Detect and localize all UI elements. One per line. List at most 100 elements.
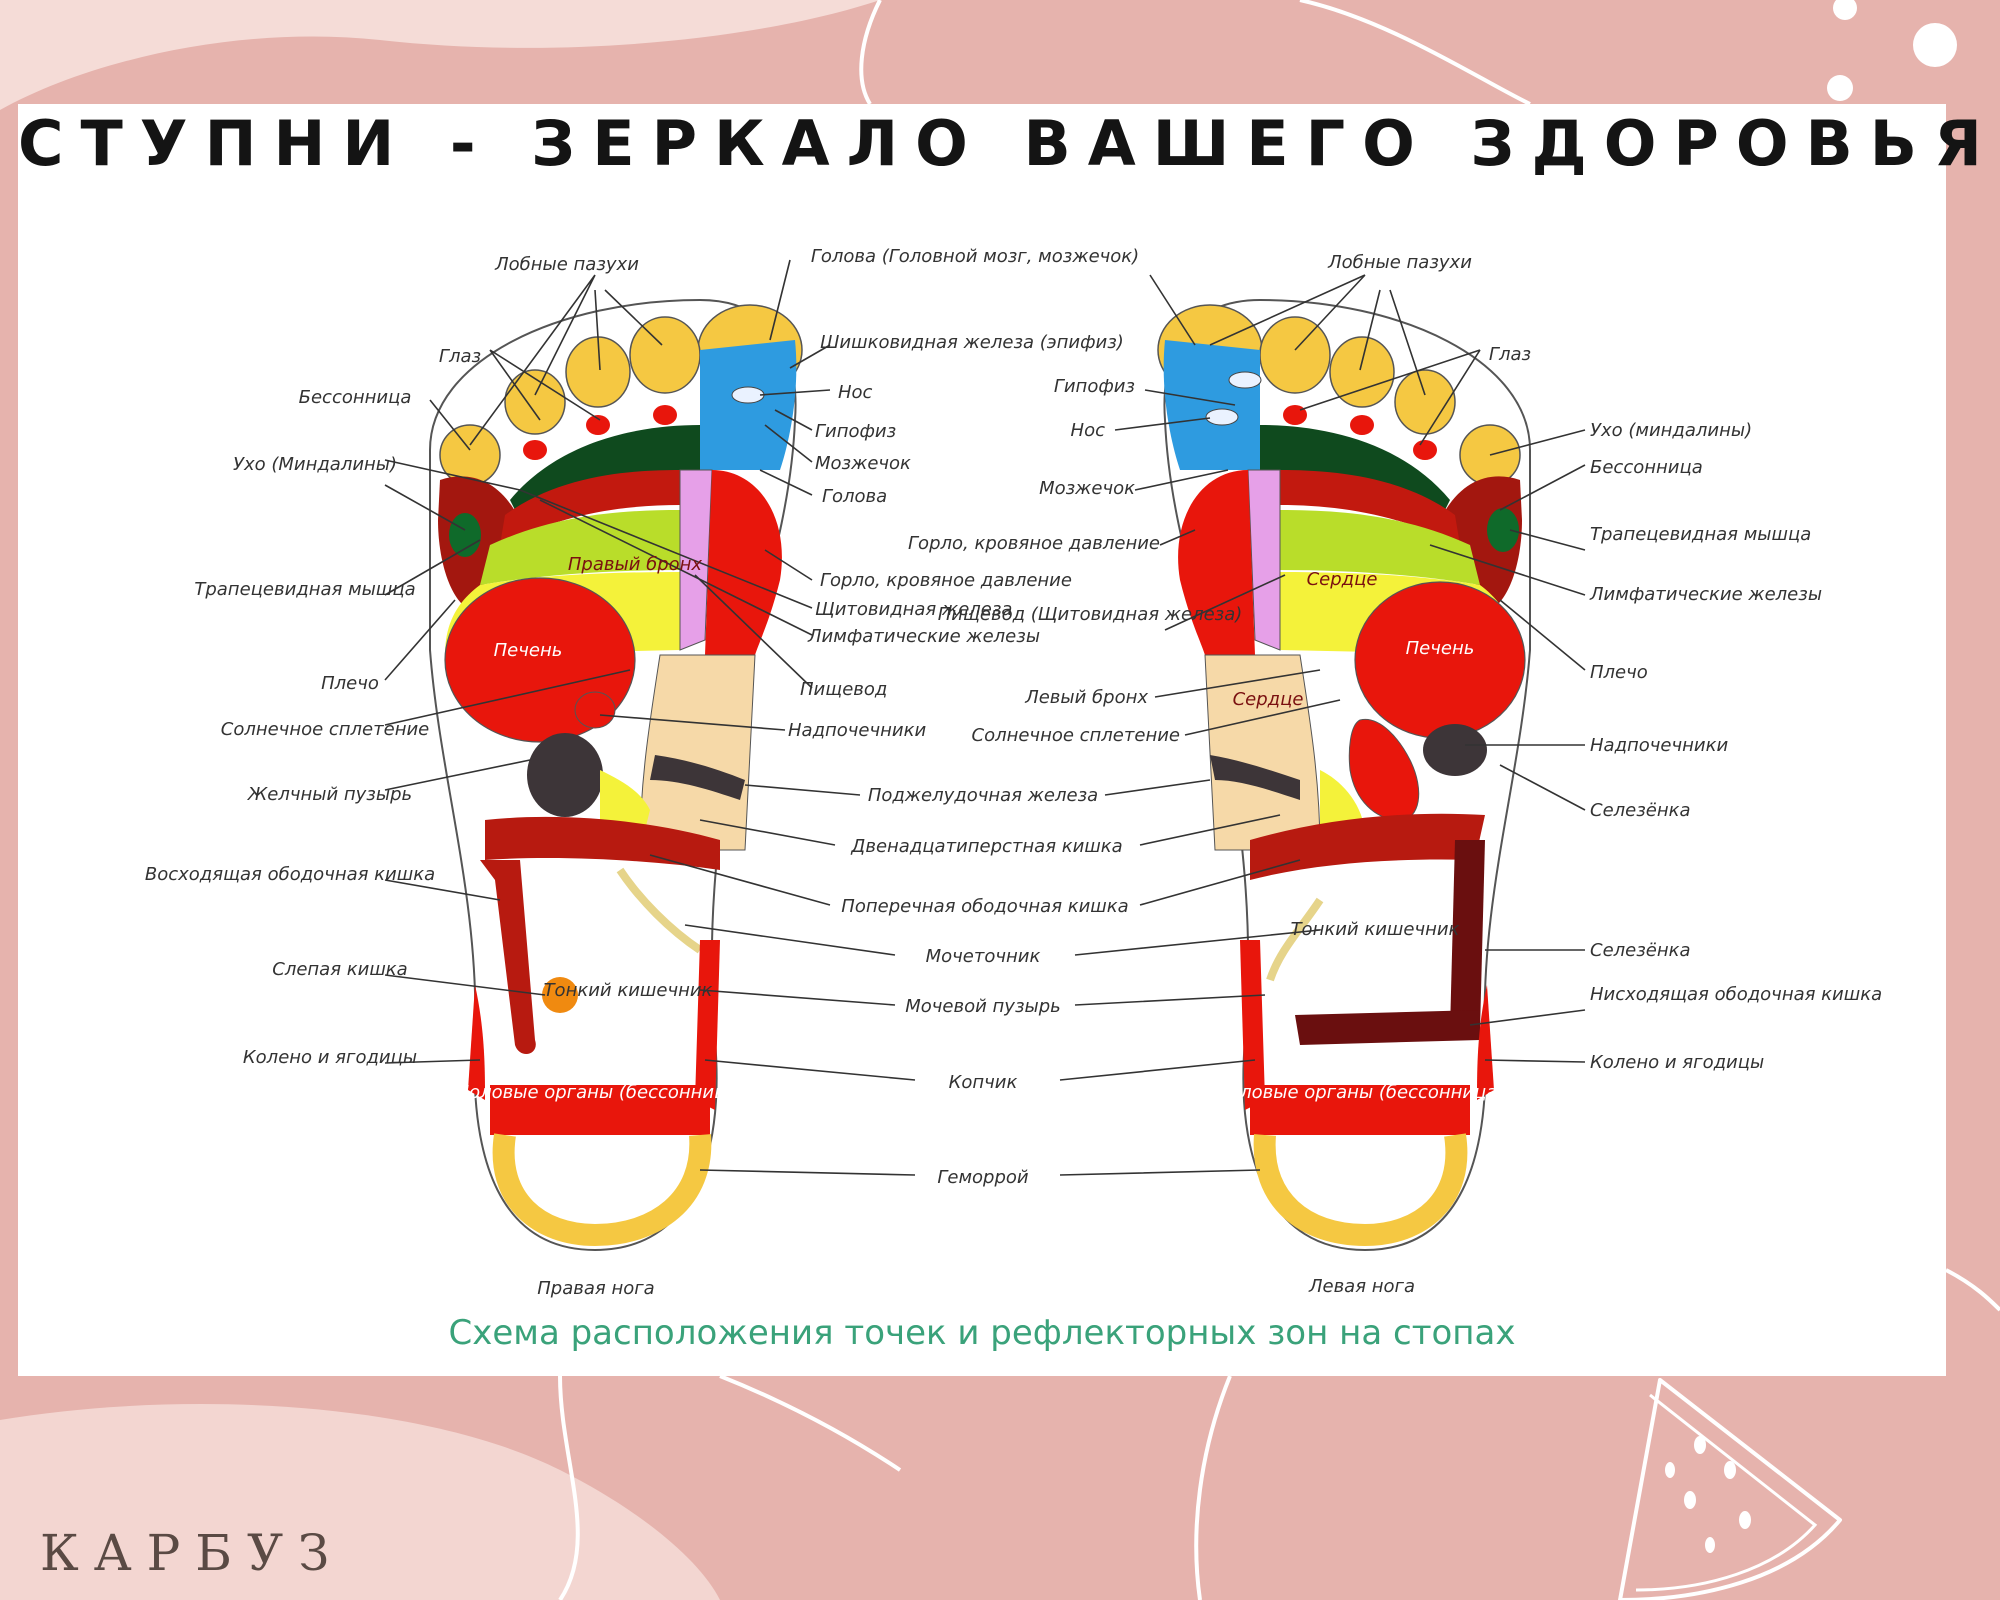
left-foot <box>1157 298 1531 1252</box>
right-foot-caption: Правая нога <box>537 1278 654 1299</box>
labels-right-outer: Лобные пазухи Глаз Бессонница Ухо (Минда… <box>145 254 639 1068</box>
label-throat-right: Горло, кровяное давление <box>820 570 1072 591</box>
label-insomnia-right: Бессонница <box>299 387 412 408</box>
left-toe-2 <box>1259 316 1331 394</box>
right-ureter <box>616 867 703 954</box>
right-toe-point <box>586 415 610 435</box>
label-adrenals-left: Надпочечники <box>1590 735 1728 756</box>
label-descending-colon: Нисходящая ободочная кишка <box>1590 984 1882 1005</box>
label-head-brain: Голова (Головной мозг, мозжечок) <box>811 246 1139 267</box>
label-ureter: Мочеточник <box>926 946 1041 967</box>
left-toe-point <box>1283 405 1307 425</box>
right-knee-zone <box>468 985 485 1100</box>
zone-label-left-small-intestine: Тонкий кишечник <box>1291 919 1460 940</box>
left-pancreas <box>1210 755 1300 800</box>
zone-label-left-liver: Печень <box>1406 638 1475 659</box>
label-insomnia-left: Бессонница <box>1590 457 1703 478</box>
left-spine-strip <box>1247 469 1281 651</box>
doodle-line <box>1194 1375 1232 1600</box>
left-adrenal <box>1423 724 1487 776</box>
label-frontal-sinuses-left: Лобные пазухи <box>1327 252 1472 273</box>
left-knee-zone <box>1477 985 1494 1100</box>
right-toe-5 <box>439 424 501 486</box>
right-ascending-colon <box>480 860 536 1055</box>
labels-center: Поджелудочная железа Двенадцатиперстная … <box>841 785 1128 1188</box>
label-lymph-left: Лимфатические железы <box>1589 584 1822 605</box>
label-adrenals-right: Надпочечники <box>788 720 926 741</box>
label-pineal-gland: Шишковидная железа (эпифиз) <box>820 332 1124 353</box>
page-title: СТУПНИ - ЗЕРКАЛО ВАШЕГО ЗДОРОВЬЯ <box>18 107 1999 180</box>
left-toe-point <box>1350 415 1374 435</box>
zone-label-right-small-intestine: Тонкий кишечник <box>544 980 713 1001</box>
right-toe-4 <box>504 369 566 435</box>
label-pancreas: Поджелудочная железа <box>868 785 1098 806</box>
right-pituitary-point <box>731 386 765 404</box>
left-ureter <box>1266 897 1324 982</box>
label-shoulder-left: Плечо <box>1590 662 1648 683</box>
label-knee-right: Колено и ягодицы <box>243 1047 417 1068</box>
label-trapezius-left: Трапецевидная мышца <box>1590 524 1811 545</box>
left-foot-caption: Левая нога <box>1308 1276 1415 1297</box>
label-esophagus-right: Пищевод <box>800 679 887 700</box>
label-eye-right: Глаз <box>439 346 481 367</box>
label-ascending-colon: Восходящая ободочная кишка <box>145 864 435 885</box>
label-shoulder-right: Плечо <box>321 673 379 694</box>
right-toe-point <box>523 440 547 460</box>
right-pancreas <box>650 755 745 800</box>
right-toe-2 <box>629 316 701 394</box>
doodle-line <box>719 1374 902 1472</box>
left-toe-point <box>1413 440 1437 460</box>
label-cerebellum-left: Мозжечок <box>1039 478 1135 499</box>
label-cecum: Слепая кишка <box>272 959 407 980</box>
right-bladder-strip <box>695 940 720 1110</box>
label-coccyx: Копчик <box>949 1072 1018 1093</box>
label-pituitary-left: Гипофиз <box>1054 376 1135 397</box>
label-head-right: Голова <box>822 486 887 507</box>
label-duodenum: Двенадцатиперстная кишка <box>850 836 1122 857</box>
label-thyroid-right: Щитовидная железа <box>815 599 1012 620</box>
label-eye-left: Глаз <box>1489 344 1531 365</box>
left-nose-point <box>1205 408 1239 426</box>
background-blob-bottom-left <box>0 1404 720 1600</box>
label-cerebellum-right: Мозжечок <box>815 453 911 474</box>
decor-dot <box>1913 23 1957 67</box>
right-genitals-zone <box>490 1085 710 1135</box>
background-blob-top-left <box>0 0 880 110</box>
labels-left-inner: Гипофиз Нос Мозжечок Горло, кровяное дав… <box>908 376 1242 746</box>
zone-label-right-bronchus: Правый бронх <box>568 554 703 575</box>
right-lung-band <box>500 470 680 545</box>
right-appendix-point <box>542 977 578 1013</box>
zone-label-left-heart-top: Сердце <box>1307 569 1378 590</box>
diagram-panel <box>18 104 1946 1376</box>
right-spine-strip <box>679 469 713 651</box>
right-head-zone <box>700 340 797 470</box>
left-toe-3 <box>1329 336 1395 408</box>
label-transverse-colon: Поперечная ободочная кишка <box>841 896 1128 917</box>
left-pituitary-point <box>1228 371 1262 389</box>
label-spleen-upper: Селезёнка <box>1590 800 1691 821</box>
left-sigmoid-colon <box>1295 1010 1480 1045</box>
label-bladder: Мочевой пузырь <box>905 996 1061 1017</box>
label-gallbladder: Желчный пузырь <box>247 784 412 805</box>
right-hemorrhoid-zone <box>492 1133 712 1247</box>
label-knee-left: Колено и ягодицы <box>1590 1052 1764 1073</box>
right-transverse-colon <box>485 816 720 870</box>
doodle-line <box>1945 1268 2000 1312</box>
labels-right-inner: Голова (Головной мозг, мозжечок) Шишкови… <box>788 246 1139 741</box>
zone-label-left-heart-lower: Сердце <box>1233 689 1304 710</box>
label-trapezius-right: Трапецевидная мышца <box>194 579 415 600</box>
left-stomach-zone <box>1204 654 1321 851</box>
label-ear-right: Ухо (Миндалины) <box>233 454 397 475</box>
zone-labels: Правый бронх Печень Тонкий кишечник Поло… <box>456 554 1505 1103</box>
left-throat-zone <box>1178 470 1255 655</box>
right-gallbladder <box>527 733 603 817</box>
decor-dot <box>1833 0 1857 20</box>
left-bladder-strip <box>1240 940 1265 1110</box>
left-genitals-zone <box>1250 1085 1470 1135</box>
leader-lines <box>384 259 1586 1176</box>
right-foot <box>429 298 803 1252</box>
right-toe-point <box>653 405 677 425</box>
labels-left-outer: Лобные пазухи Глаз Ухо (миндалины) Бессо… <box>1327 252 1882 1073</box>
label-lymph-right: Лимфатические железы <box>807 626 1040 647</box>
